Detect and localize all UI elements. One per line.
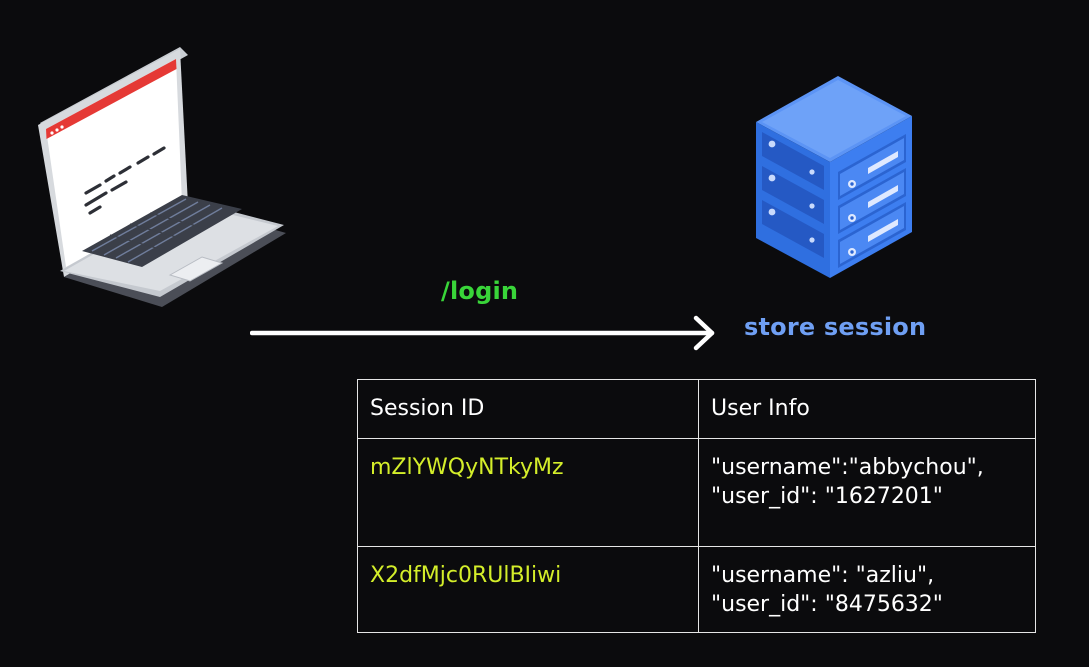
- session-id-cell: X2dfMjc0RUlBIiwi: [357, 546, 699, 633]
- user-info-line: "username":"abbychou",: [711, 455, 984, 480]
- user-info-line: "user_id": "8475632": [711, 592, 943, 617]
- route-label: /login: [441, 277, 519, 305]
- table-row: X2dfMjc0RUlBIiwi "username": "azliu", "u…: [357, 546, 1036, 633]
- header-user-info: User Info: [698, 379, 1036, 439]
- user-info-line: "user_id": "1627201": [711, 484, 943, 509]
- session-table: Session ID User Info mZlYWQyNTkyMz "user…: [357, 379, 1036, 633]
- table-header-row: Session ID User Info: [357, 379, 1036, 439]
- session-id-cell: mZlYWQyNTkyMz: [357, 438, 699, 547]
- laptop-icon: [38, 47, 286, 307]
- user-info-cell: "username":"abbychou", "user_id": "16272…: [698, 438, 1036, 547]
- header-session-id: Session ID: [357, 379, 699, 439]
- arrow-right-icon: [250, 315, 715, 351]
- store-session-label: store session: [744, 313, 927, 341]
- table-row: mZlYWQyNTkyMz "username":"abbychou", "us…: [357, 438, 1036, 547]
- server-rack-icon: [756, 76, 912, 278]
- user-info-line: "username": "azliu",: [711, 563, 935, 588]
- user-info-cell: "username": "azliu", "user_id": "8475632…: [698, 546, 1036, 633]
